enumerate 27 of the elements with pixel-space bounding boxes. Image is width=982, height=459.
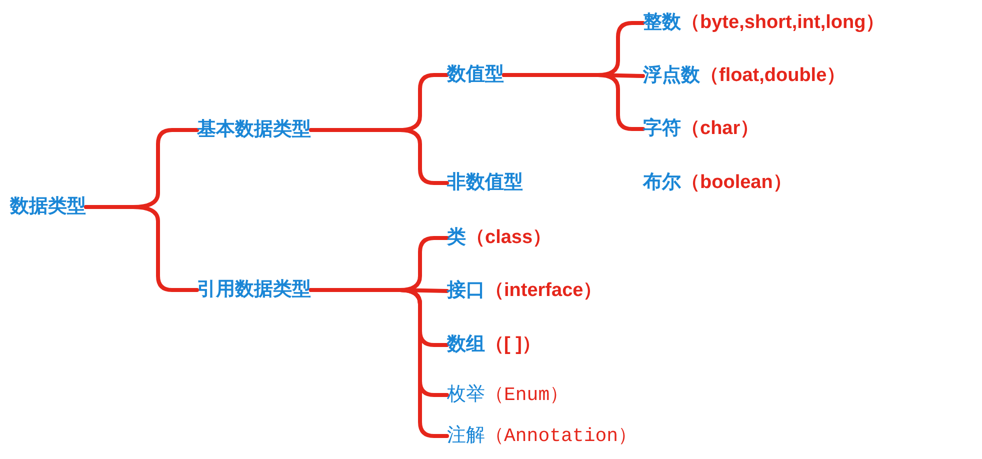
type-label: 引用数据类型 xyxy=(197,279,311,300)
keyword-label: （class） xyxy=(466,227,552,248)
type-label: 基本数据类型 xyxy=(197,119,311,140)
keyword-label: （[ ]） xyxy=(485,334,541,355)
keyword-label: （boolean） xyxy=(681,172,792,193)
keyword-label: （Enum） xyxy=(485,384,569,406)
keyword-label: （char） xyxy=(681,118,760,139)
type-label: 字符 xyxy=(643,118,681,139)
keyword-label: （float,double） xyxy=(700,65,846,86)
type-label: 类 xyxy=(447,227,466,248)
keyword-label: （interface） xyxy=(485,280,602,301)
type-label: 数据类型 xyxy=(10,196,86,217)
keyword-label: （byte,short,int,long） xyxy=(681,12,885,33)
type-label: 注解 xyxy=(447,425,485,446)
brace-connector xyxy=(502,73,645,131)
type-label: 枚举 xyxy=(447,384,485,405)
brace-connector xyxy=(84,205,199,292)
type-label: 数值型 xyxy=(447,64,504,85)
type-label: 浮点数 xyxy=(643,65,700,86)
brace-connector xyxy=(309,128,449,185)
keyword-label: （Annotation） xyxy=(485,425,638,447)
type-label: 整数 xyxy=(643,12,681,33)
type-label: 非数值型 xyxy=(447,172,523,193)
type-label: 布尔 xyxy=(643,172,681,193)
type-label: 接口 xyxy=(447,280,485,301)
brace-connector xyxy=(309,288,449,438)
type-label: 数组 xyxy=(447,334,485,355)
